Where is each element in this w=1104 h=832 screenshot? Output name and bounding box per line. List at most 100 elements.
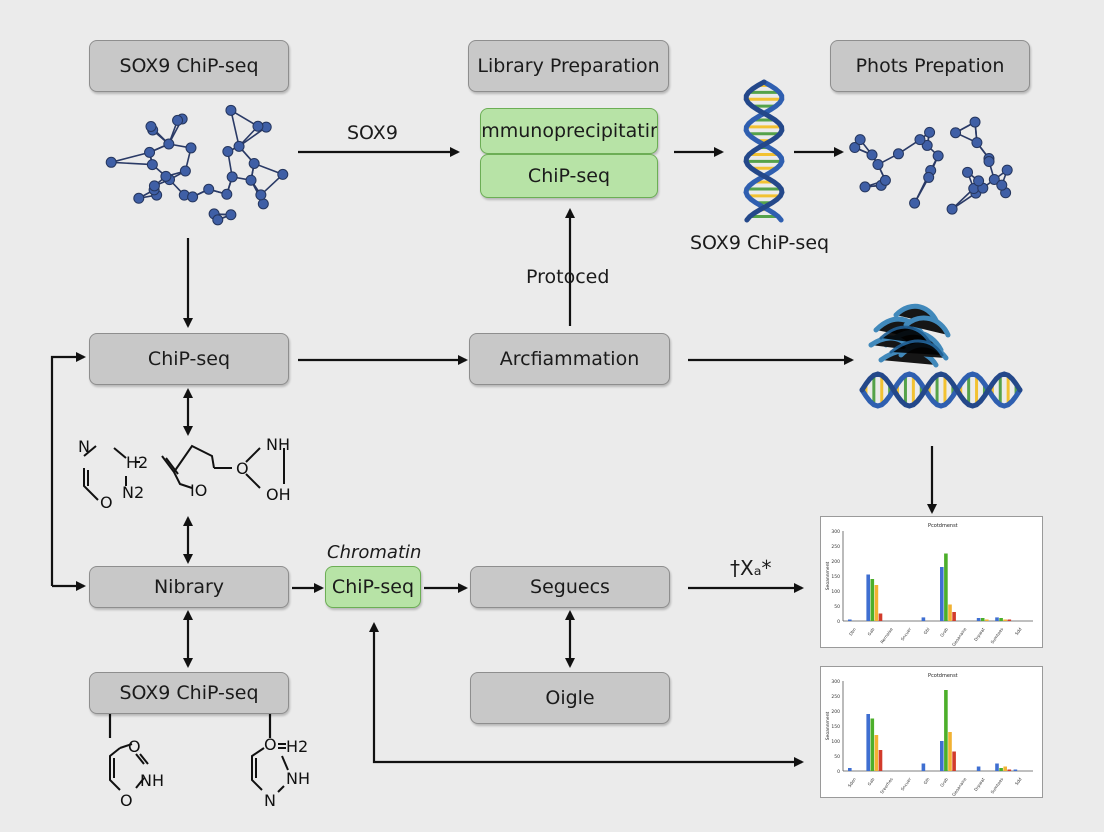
network-node <box>221 188 233 200</box>
bar <box>1007 769 1012 771</box>
x-tick-label: Sumtaes <box>990 627 1005 645</box>
x-tick-label: Sdd <box>1014 776 1023 786</box>
box-phots-prepation[interactable]: Phots Prepation <box>830 40 1030 92</box>
chem-bl-o2: O <box>120 791 133 810</box>
x-tick-label: Sncuer <box>900 626 913 641</box>
y-tick-label: 300 <box>831 529 840 535</box>
network-node <box>924 126 936 138</box>
bar <box>878 613 883 621</box>
bar <box>1013 769 1018 771</box>
x-tick-label: Gbl <box>922 627 930 636</box>
chemical-structure-bottom-left: O NH O <box>109 737 164 810</box>
box-sox9-chipseq-bottom[interactable]: SOX9 ChiP-seq <box>89 672 289 714</box>
network-node <box>909 197 921 209</box>
network-node <box>212 214 224 226</box>
network-node <box>148 180 160 192</box>
bar <box>999 768 1003 771</box>
box-chipseq-green-top[interactable]: ChiP-seq <box>480 154 658 198</box>
network-node <box>849 142 861 154</box>
chem-bl-o1: O <box>128 737 141 756</box>
bar <box>940 567 944 621</box>
network-node <box>971 137 983 149</box>
bar <box>848 768 852 771</box>
network-node <box>277 168 289 180</box>
bar <box>952 612 956 621</box>
bar <box>980 618 985 621</box>
x-tick-label: Gab <box>866 626 875 636</box>
y-axis-label: Seoannment <box>825 711 831 740</box>
bar <box>878 750 883 771</box>
network-node <box>932 150 944 162</box>
box-chipseq-green-mid[interactable]: ChiP-seq <box>325 566 421 608</box>
bar <box>952 751 956 771</box>
network-node <box>914 134 926 146</box>
x-tick-label: Sncuer <box>900 776 913 791</box>
chem-br-nh: NH <box>286 769 310 788</box>
chem-br-n: N <box>264 791 276 810</box>
x-tick-label: Glh <box>922 776 930 785</box>
network-node <box>172 114 184 126</box>
y-tick-label: 200 <box>831 559 840 565</box>
network-node <box>226 171 238 183</box>
network-node <box>892 148 904 160</box>
box-chipseq-left[interactable]: ChiP-seq <box>89 333 289 385</box>
network-node <box>973 175 985 187</box>
label-symbol: †Xₐ* <box>730 556 772 580</box>
x-tick-label: Sden <box>847 776 857 788</box>
molecular-network-right <box>849 116 1013 215</box>
network-node <box>872 159 884 171</box>
network-node <box>245 174 257 186</box>
label-chromatin: Chromatin <box>327 542 422 563</box>
x-tick-label: Grab <box>939 776 949 787</box>
bar <box>940 741 944 771</box>
x-tick-label: Drpwat <box>973 776 986 792</box>
box-nibrary[interactable]: Nibrary <box>89 566 289 608</box>
chart-title: Pcotdmenst <box>928 673 958 679</box>
y-tick-label: 150 <box>831 574 840 580</box>
network-node <box>225 209 237 221</box>
y-tick-label: 150 <box>831 724 840 730</box>
bar <box>999 618 1003 621</box>
chem-br-o: O <box>264 735 277 754</box>
label-sox9-arrow: SOX9 <box>347 122 398 144</box>
bar <box>985 619 989 621</box>
bar <box>948 732 952 771</box>
network-node <box>187 191 199 203</box>
arrow-bottom-loop <box>369 622 804 767</box>
box-arcfiammation[interactable]: Arcfiammation <box>469 333 670 385</box>
network-node <box>105 156 117 168</box>
x-tick-label: Sreorhes <box>879 777 894 795</box>
bar <box>976 766 981 771</box>
x-tick-label: Drpwat <box>973 626 986 642</box>
network-node <box>222 146 234 158</box>
bar <box>866 574 870 621</box>
bar <box>995 617 999 621</box>
y-tick-label: 0 <box>837 769 840 775</box>
box-immunoprecipitatin[interactable]: immunoprecipitatin <box>480 108 658 154</box>
bar <box>874 585 879 621</box>
chemical-structure-top: N O H2 N2 IO O NH OH <box>78 435 291 512</box>
x-tick-label: Grab <box>939 626 949 637</box>
bar <box>976 618 981 621</box>
bar <box>874 735 879 771</box>
y-tick-label: 0 <box>837 619 840 625</box>
network-node <box>962 166 974 178</box>
box-sox9-chipseq-top[interactable]: SOX9 ChiP-seq <box>89 40 289 92</box>
bar <box>1003 619 1007 621</box>
network-node <box>185 142 197 154</box>
network-node <box>950 127 962 139</box>
chem-bl-nh: NH <box>140 771 164 790</box>
y-tick-label: 200 <box>831 709 840 715</box>
network-node <box>160 170 172 182</box>
box-seguecs[interactable]: Seguecs <box>470 566 670 608</box>
network-node <box>996 179 1008 191</box>
box-library-preparation[interactable]: Library Preparation <box>468 40 669 92</box>
box-oigle[interactable]: Oigle <box>470 672 670 724</box>
network-node <box>921 139 933 151</box>
x-tick-label: Gab <box>866 776 875 786</box>
chem-oh-label: OH <box>266 485 291 504</box>
x-tick-label: Rernaise <box>879 626 894 644</box>
bar <box>870 718 875 771</box>
network-node <box>252 120 264 132</box>
